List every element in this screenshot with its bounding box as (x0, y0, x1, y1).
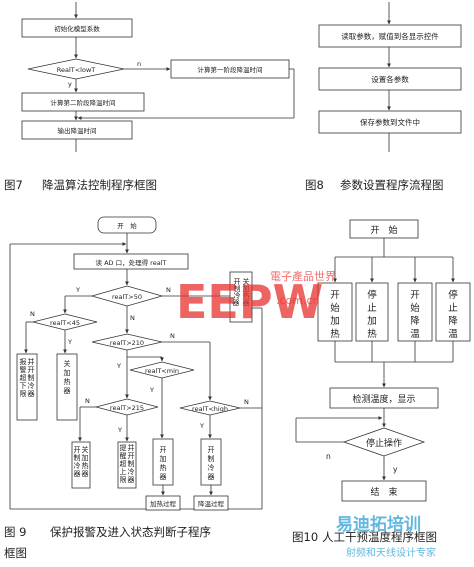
fig9-cool-proc-label: 降温过程 (198, 499, 225, 508)
fig9-c2-label: realT<45 (50, 319, 80, 327)
fig9-open-cool-close-heat-box (71, 441, 91, 489)
fig9-c4-label: realT<min (145, 367, 179, 375)
fig8-caption-label: 图8 (305, 178, 324, 192)
eepw-cn-watermark: 電子產品世界 (270, 269, 336, 283)
fig9-c6-no: N (244, 398, 249, 406)
fig9-c3-label: realT>210 (110, 339, 144, 347)
fig7-no-label: n (137, 60, 141, 68)
fig10-b2-label: 停止加热 (367, 289, 377, 340)
fig10-b1-label: 开始加热 (330, 290, 340, 340)
fig9-cool-proc-box (193, 495, 229, 511)
fig7-yes-label: y (68, 80, 72, 88)
fig7-second-stage-box (21, 92, 145, 112)
fig7-cond-label: RealT<lowT (57, 66, 96, 74)
fig9-c2-yes: Y (67, 338, 72, 346)
fig10-yes-label: y (393, 465, 398, 474)
fig9-heat-proc-box (145, 495, 181, 511)
fig10-caption-label: 图10 (292, 530, 318, 544)
fig10-b4-box (435, 282, 471, 342)
fig10-no-label: n (326, 452, 331, 461)
eepw-url-watermark: .com.cn (276, 294, 320, 307)
fig8-set-label: 设置各参数 (371, 74, 409, 84)
fig8-diagram: 读取参数，赋值到各显示控件 设置各参数 保存参数到文件中 (318, 2, 462, 152)
fig9-alarm-low-label: 报警超下限并开制冷器 (20, 357, 35, 398)
fig7-second-stage-label: 计算第二阶段降温时间 (51, 98, 116, 107)
fig8-save-box (318, 110, 462, 134)
fig8-save-label: 保存参数到文件中 (360, 117, 420, 127)
fig9-alarm-high-box (117, 441, 137, 489)
fig9-diagram: 开 始 读 AD 口，处理得 realT realT>50 Y N N 开制冷器… (9, 216, 263, 511)
eepw-watermark: EEPW (176, 275, 323, 329)
fig9-c5-no: N (85, 397, 90, 405)
fig9-c4-yes: Y (149, 386, 154, 394)
fig10-b3-box (397, 282, 433, 342)
fig10-b4-label: 停止降温 (448, 289, 458, 340)
fig8-read-label: 读取参数，赋值到各显示控件 (341, 31, 439, 41)
fig10-diagram: 开 始 检测温度，显示 停止操作 n y 结 束 (295, 219, 471, 502)
fig9-c1-n2: N (130, 314, 135, 322)
fig10-end-label: 结 束 (370, 486, 397, 498)
fig9-c6-yes: Y (199, 422, 204, 430)
fig9-c5-label: realT>215 (110, 404, 144, 412)
fig9-caption-label: 图 9 (4, 525, 26, 539)
fig9-heat-proc-label: 加热过程 (150, 499, 177, 508)
fig8-set-box (318, 67, 462, 91)
fig10-b1-box (317, 282, 353, 342)
fig9-c3-yes: Y (116, 362, 121, 370)
brand-watermark: 易迪拓培训 (336, 514, 421, 535)
fig9-c1-label: realT>50 (112, 293, 142, 301)
fig9-close-heat-box (56, 353, 78, 421)
fig9-close-heat-label: 关加热器 (64, 359, 71, 395)
fig10-caption-title: 人工干预温度程序框图 (322, 530, 437, 544)
fig9-caption-title: 保护报警及进入状态判断子程序 (50, 525, 211, 539)
fig10-end-box (341, 480, 427, 502)
fig7-first-stage-label: 计算第一阶段降温时间 (198, 65, 263, 74)
fig9-start-label: 开 始 (117, 221, 137, 230)
fig9-open-heat-label: 开加热器 (160, 446, 167, 481)
fig9-caption-cont: 框图 (4, 546, 27, 560)
fig10-stop-label: 停止操作 (366, 437, 402, 449)
fig7-diagram: 初始化模型系数 RealT<lowT n 计算第一阶段降温时间 y 计算第二阶段… (21, 2, 295, 152)
fig7-caption-label: 图7 (4, 178, 23, 192)
fig7-caption-title: 降温算法控制程序框图 (42, 178, 157, 192)
fig9-read-box (73, 253, 189, 270)
fig10-start-label: 开 始 (370, 224, 397, 236)
fig8-caption-title: 参数设置程序流程图 (340, 178, 444, 192)
fig8-read-box (318, 24, 462, 48)
fig7-output-label: 输出降温时间 (58, 126, 97, 135)
fig9-alarm-high-label: 提醒超上限并开制冷器 (120, 443, 135, 484)
fig9-right-box (229, 271, 253, 323)
brand-sub-watermark: 射频和天线设计专家 (346, 546, 436, 559)
fig10-b3-label: 开始降温 (410, 290, 420, 340)
fig9-open-cool-close-heat-label: 开制冷器关加热器 (74, 445, 89, 478)
fig9-c5-yes: Y (117, 426, 122, 434)
fig9-alarm-low-box (16, 353, 38, 421)
fig9-c3-no: N (170, 332, 175, 340)
fig9-c6-label: realT<high (192, 405, 228, 413)
fig9-c1-yes: Y (75, 286, 80, 294)
fig9-c1-no: N (166, 286, 171, 294)
fig7-init-label: 初始化模型系数 (54, 24, 100, 33)
fig9-open-cool-label: 开制冷器 (208, 446, 215, 481)
fig10-detect-label: 检测温度，显示 (352, 393, 415, 405)
fig9-read-label: 读 AD 口，处理得 realT (96, 258, 167, 267)
fig7-init-box (21, 18, 133, 38)
fig7-output-box (21, 120, 133, 140)
fig9-right-label: 开制冷器 关加热器 (232, 277, 249, 307)
fig9-c2-no: N (30, 310, 35, 318)
